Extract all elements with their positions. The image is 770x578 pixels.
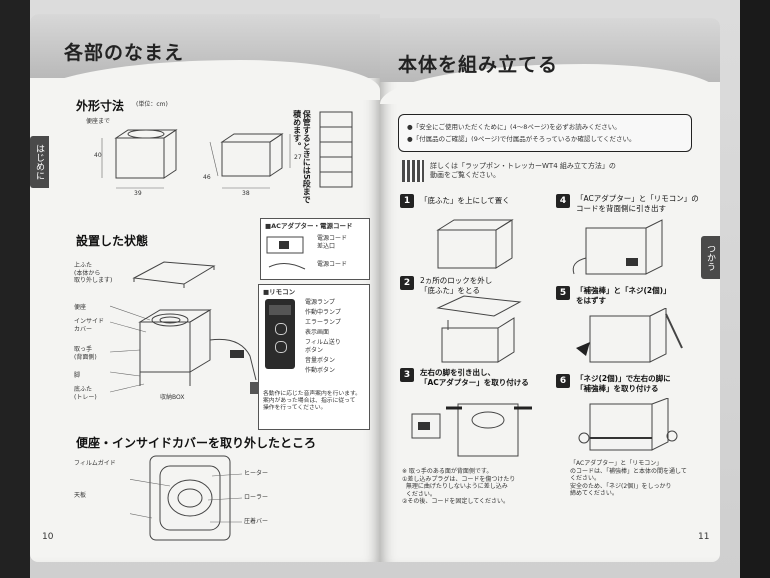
step-4-illustration <box>572 219 663 275</box>
tab-tsukau: つかう <box>701 236 720 279</box>
step-4-text: 「ACアダプター」と「リモコン」の コードを背面側に引き出す <box>576 194 699 213</box>
left-page-number: 10 <box>42 532 54 542</box>
right-page: 本体を組み立てる つかう ●「安全にご使用いただくために」(4～8ページ)を必ず… <box>380 18 720 562</box>
right-page-number: 11 <box>698 532 710 542</box>
inside-label-heater: ヒーター <box>244 470 269 477</box>
remote-label-display: 表示画面 <box>305 329 330 336</box>
step-1-illustration <box>436 219 514 269</box>
inside-label-film-guide: フィルムガイド <box>74 460 116 467</box>
installed-illustration <box>110 305 260 394</box>
step-3-illustration <box>411 403 532 457</box>
step-6-text: 「ネジ(2個)」で左右の脚に 「補強棒」を取り付ける <box>576 374 671 393</box>
remote-button <box>275 323 287 335</box>
step-6-number: 6 <box>556 374 570 388</box>
seat-height-label: 便座まで <box>86 118 111 125</box>
ac-label-cord: 電源コード <box>317 261 348 268</box>
step-1-text: 「底ふた」を上にして置く <box>420 196 510 205</box>
dim-height: 40 <box>94 152 102 159</box>
lid-label: 上ふた (本体から 取り外します) <box>74 262 113 284</box>
ac-socket-illustration <box>266 236 306 270</box>
ac-label-socket: 電源コード 差込口 <box>317 235 348 250</box>
step-3-notes: ※ 取っ手のある面が背面側です。 ①差し込みプラグは、コードを傷つけたり 無理に… <box>402 468 516 505</box>
remote-label-volume: 音量ボタン <box>305 357 336 364</box>
step-6-note: 「ACアダプター」と「リモコン」 のコードは、「補強棒」と本体の間を通して くだ… <box>570 460 687 497</box>
left-page: 各部のなまえ はじめに 外形寸法 (単位：cm) 便座まで 40 39 46 3… <box>30 14 380 562</box>
remote-label-error: エラーランプ <box>305 319 341 326</box>
step-5-text: 「補強棒」と「ネジ(2個)」 をはずす <box>576 286 671 305</box>
lid-illustration <box>132 261 216 288</box>
inside-label-press-bar: 圧着バー <box>244 518 269 525</box>
label-legs: 脚 <box>74 372 81 379</box>
dim-width: 39 <box>134 190 142 197</box>
step-3-number: 3 <box>400 368 414 382</box>
right-page-title: 本体を組み立てる <box>398 54 559 76</box>
label-inside-cover: インサイド カバー <box>74 318 105 333</box>
step-2-number: 2 <box>400 276 414 290</box>
outer-dims-illustration <box>101 129 291 189</box>
remote-label-film: フィルム送り ボタン <box>305 339 341 354</box>
note-safety: ●「安全にご使用いただくために」(4～8ページ)を必ずお読みください。 <box>407 123 621 131</box>
step-6-illustration <box>578 398 678 451</box>
safety-note-box: ●「安全にご使用いただくために」(4～8ページ)を必ずお読みください。 ●「付属… <box>398 114 692 152</box>
remote-label-power: 電源ランプ <box>305 299 335 306</box>
inside-label-top-plate: 天板 <box>74 492 87 499</box>
dim-height2: 27 <box>294 154 302 161</box>
inside-label-roller: ローラー <box>244 494 269 501</box>
remote-box: ■リモコン 電源ランプ 作動中ランプ エラーランプ 表示画面 フィルム送り ボタ… <box>258 284 370 430</box>
step-5-illustration <box>576 308 683 363</box>
step-4-number: 4 <box>556 194 570 208</box>
remote-button <box>275 341 287 353</box>
dim-depth: 46 <box>203 174 211 181</box>
remote-display <box>269 305 291 315</box>
remote-illustration <box>265 299 295 369</box>
tab-hajimeni: はじめに <box>30 136 49 188</box>
step-3-text: 左右の脚を引き出し、 「ACアダプター」を取り付ける <box>420 368 529 387</box>
video-text: 詳しくは「ラップポン・トレッカーWT4 組み立て方法」の 動画をご覧ください。 <box>430 162 616 179</box>
outer-dims-heading: 外形寸法 <box>76 99 125 113</box>
outer-dims-unit: (単位：cm) <box>136 101 168 108</box>
step-2-text: 2ヵ所のロックを外し 「底ふた」をとる <box>420 276 493 295</box>
label-bottom-lid: 底ふた (トレー) <box>74 386 97 401</box>
dim-width2: 38 <box>242 190 250 197</box>
label-handle: 取っ手 (背面側) <box>74 346 97 361</box>
left-page-title: 各部のなまえ <box>64 42 185 64</box>
remote-label-run: 作動ボタン <box>305 367 336 374</box>
installed-heading: 設置した状態 <box>76 234 149 248</box>
remote-box-title: ■リモコン <box>263 288 296 296</box>
dark-background-left <box>0 0 30 578</box>
stacked-boxes-illustration <box>319 111 353 188</box>
inside-illustration <box>130 455 243 541</box>
step-2-illustration <box>436 295 522 363</box>
remote-label-running: 作動中ランプ <box>305 309 341 316</box>
dark-background-right <box>740 0 770 578</box>
note-accessories: ●「付属品のご確認」(9ページ)で付属品がそろっているか確認してください。 <box>407 135 636 143</box>
label-seat: 便座 <box>74 304 87 311</box>
step-1-number: 1 <box>400 194 414 208</box>
inside-heading: 便座・インサイドカバーを取り外したところ <box>76 436 317 450</box>
storage-box-label: 収納BOX <box>160 394 185 401</box>
qr-code-icon <box>402 160 424 182</box>
ac-adapter-box: ■ACアダプター・電源コード 電源コード 差込口 電源コード <box>260 218 370 280</box>
remote-note: 各動作に応じた音声案内を行います。 案内があった場合は、指示に従って 操作を行っ… <box>263 391 361 412</box>
step-5-number: 5 <box>556 286 570 300</box>
ac-box-title: ■ACアダプター・電源コード <box>265 222 353 230</box>
stack-note: 保管するときには5段まで積めます。 <box>292 110 312 204</box>
